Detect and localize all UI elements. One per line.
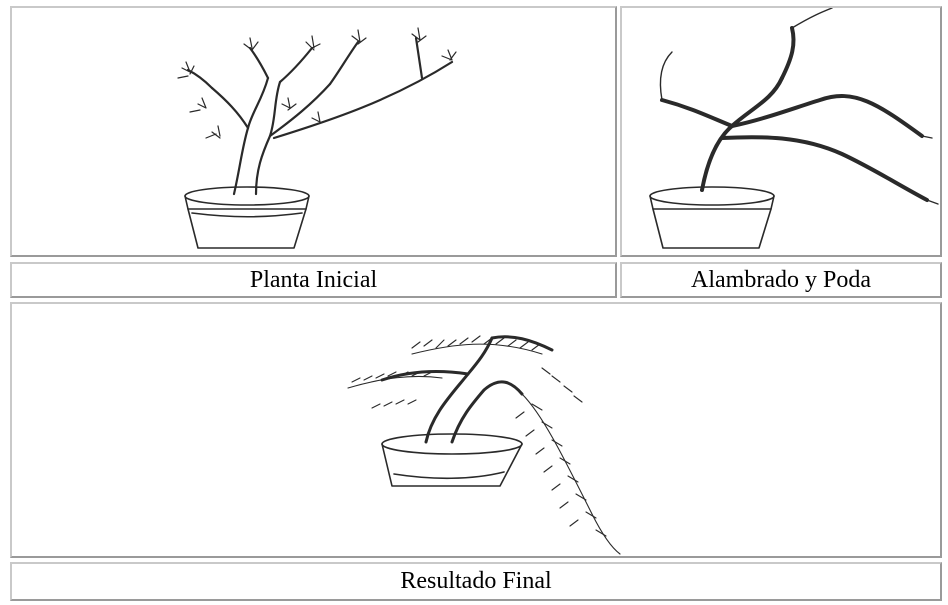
caption-final-result: Resultado Final <box>10 562 942 601</box>
bonsai-initial-drawing <box>177 27 457 249</box>
illustration-initial-plant <box>10 6 617 257</box>
illustration-final-result <box>10 302 942 558</box>
illustration-wiring-pruning <box>620 6 942 257</box>
bonsai-final-drawing <box>347 335 621 555</box>
bonsai-wiring-drawing <box>649 8 939 249</box>
caption-initial-plant: Planta Inicial <box>10 262 617 298</box>
caption-wiring-pruning: Alambrado y Poda <box>620 262 942 298</box>
